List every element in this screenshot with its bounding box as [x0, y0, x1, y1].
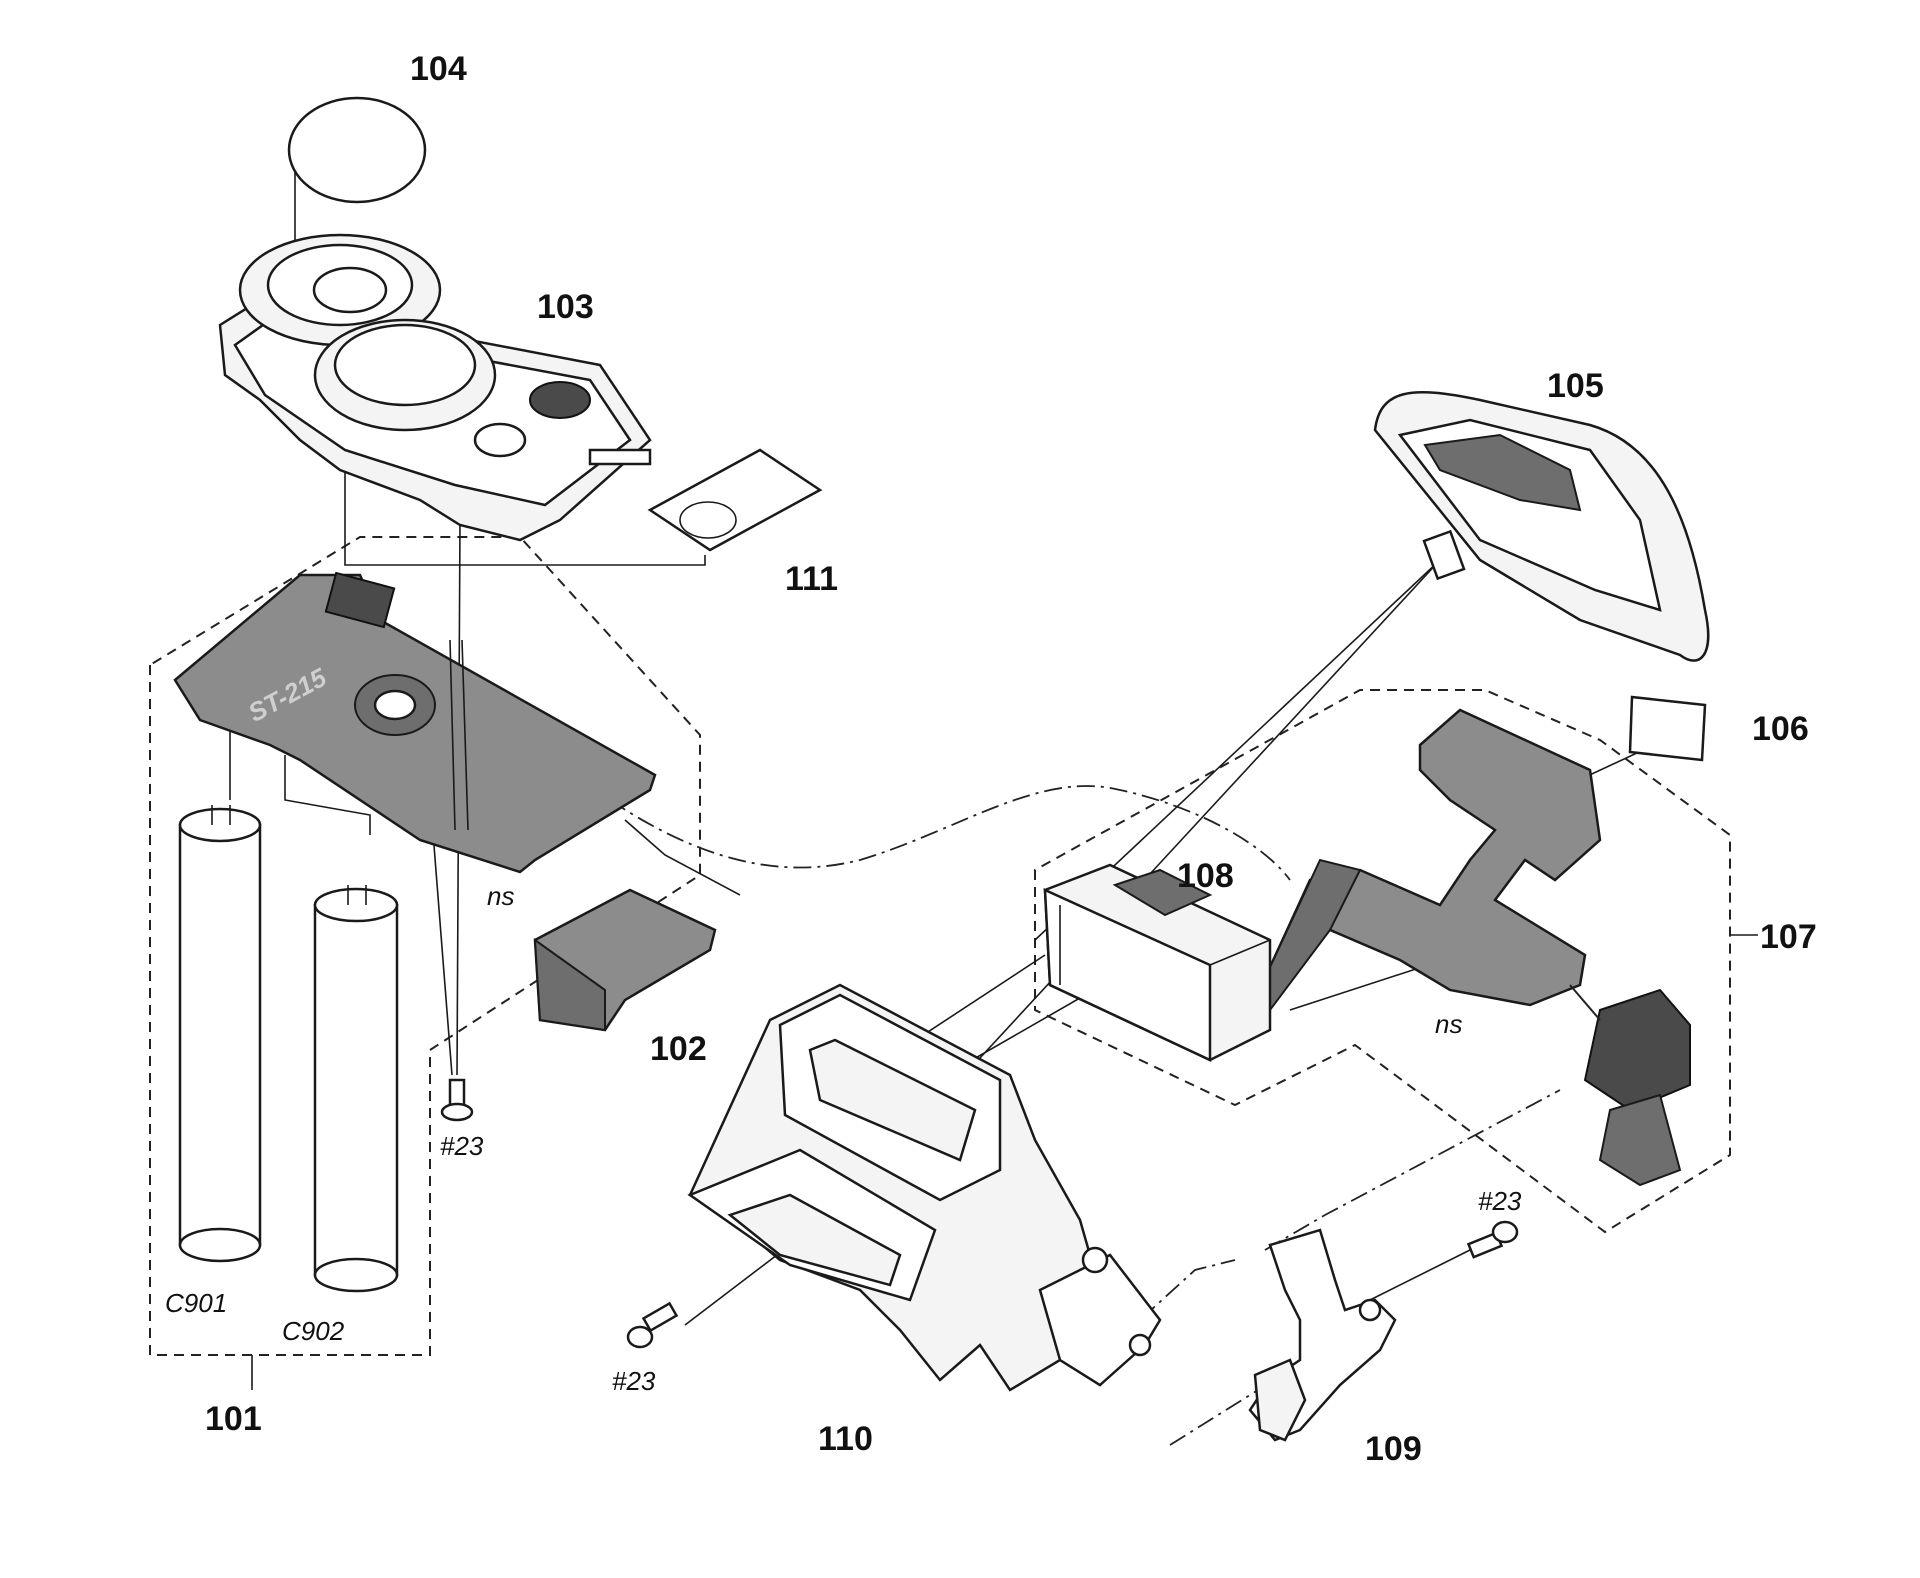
- screw-23-bottom: [626, 1301, 679, 1349]
- capacitor-c901: [178, 805, 262, 1263]
- part-111-sheet: [647, 448, 823, 552]
- screw-label-bottom: #23: [612, 1366, 656, 1396]
- screw-label-left: #23: [440, 1131, 484, 1161]
- callout-101: 101: [205, 1400, 262, 1438]
- group-107-boundary: [1034, 689, 1731, 1234]
- callout-111: 111: [785, 560, 838, 598]
- part-104-round-sheet: [287, 96, 427, 204]
- group-101-boundary: [149, 536, 701, 1356]
- part-108-display-module: [1043, 863, 1272, 1062]
- part-105-cover: [1373, 390, 1710, 662]
- note-ns-board: ns: [487, 881, 514, 911]
- part-107-switch-assembly: [1246, 708, 1691, 1187]
- capacitor-c902: [313, 885, 399, 1293]
- callout-104: 104: [410, 50, 467, 88]
- part-103-mechanism: [218, 233, 652, 542]
- capacitor-label-c902: C902: [282, 1316, 345, 1346]
- part-101-pcb-board: ST-215: [173, 571, 657, 874]
- part-102-bracket: [533, 888, 717, 1032]
- callout-105: 105: [1547, 367, 1604, 405]
- part-110-frame: [687, 983, 1162, 1392]
- callout-103: 103: [537, 288, 594, 326]
- callout-108: 108: [1177, 857, 1234, 895]
- callout-109: 109: [1365, 1430, 1422, 1468]
- callout-106: 106: [1752, 710, 1809, 748]
- note-ns-switch: ns: [1435, 1009, 1462, 1039]
- screw-23-right: [1466, 1220, 1519, 1259]
- screw-label-right: #23: [1478, 1186, 1522, 1216]
- capacitor-label-c901: C901: [165, 1288, 227, 1318]
- callout-107: 107: [1760, 918, 1817, 956]
- screw-23-left: [440, 1078, 474, 1122]
- part-106-sheet: [1628, 695, 1707, 762]
- callout-110: 110: [818, 1420, 873, 1458]
- part-109-bracket: [1248, 1228, 1397, 1442]
- callout-102: 102: [650, 1030, 707, 1068]
